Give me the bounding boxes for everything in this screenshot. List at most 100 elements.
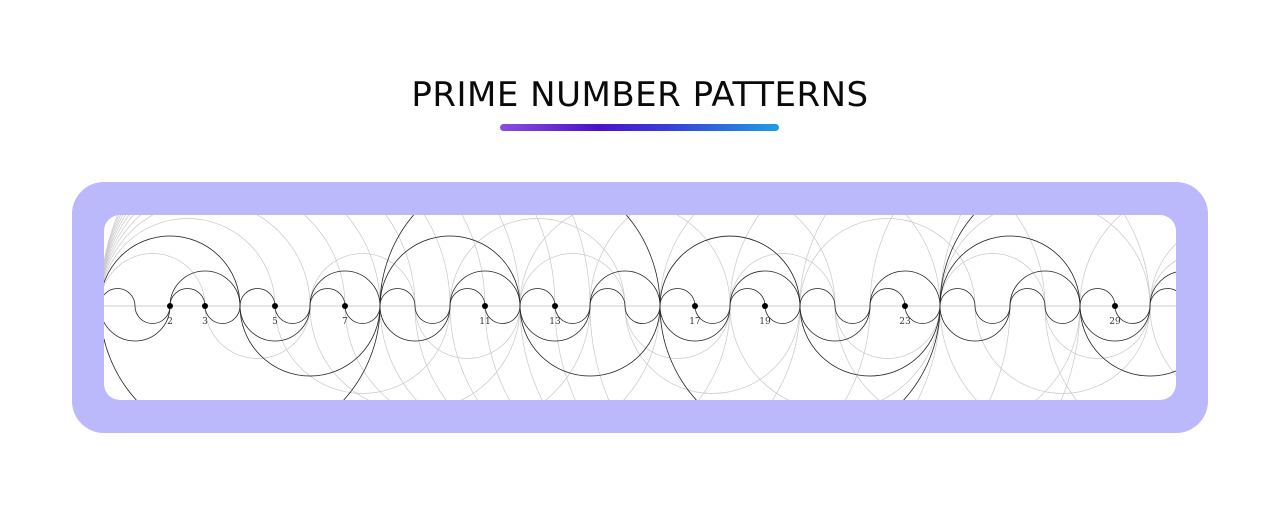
light-arc (729, 305, 941, 400)
dark-arc (694, 305, 731, 324)
dark-arc (1079, 305, 1151, 342)
light-arc (104, 215, 381, 307)
dark-arc (169, 288, 206, 307)
light-arc (939, 215, 1151, 307)
light-arc (624, 305, 801, 394)
dark-arc (204, 305, 241, 324)
prime-dot (342, 303, 348, 309)
light-arc (799, 218, 976, 307)
dark-arc (449, 270, 521, 307)
prime-label: 2 (167, 317, 173, 327)
prime-dot (1112, 303, 1118, 309)
light-arc (659, 215, 941, 307)
light-arc (1149, 260, 1176, 307)
light-arc (729, 253, 836, 307)
light-arc (104, 215, 346, 307)
dark-arc (834, 305, 871, 324)
prime-dot (272, 303, 278, 309)
light-arc (974, 305, 1151, 394)
light-arc (104, 215, 311, 307)
dark-arc (589, 270, 661, 307)
light-arc (939, 253, 1046, 307)
dark-arc (974, 305, 1011, 324)
light-arc (589, 215, 836, 307)
light-arc (519, 253, 626, 307)
light-arc (519, 215, 731, 307)
light-arc (379, 305, 661, 400)
light-arc (624, 305, 731, 359)
light-arc (449, 218, 626, 307)
dark-arc (939, 305, 1011, 342)
dark-arc (274, 305, 311, 324)
dark-arc (519, 288, 556, 307)
dark-arc (659, 288, 696, 307)
dark-arc (449, 288, 486, 307)
light-arc (274, 305, 451, 394)
prime-dot (902, 303, 908, 309)
prime-label: 7 (342, 317, 348, 327)
prime-dot (167, 303, 173, 309)
prime-label: 17 (689, 317, 701, 327)
dark-arc (1044, 305, 1081, 324)
prime-label: 11 (479, 317, 490, 327)
dark-arc (939, 288, 976, 307)
light-arc (939, 215, 962, 307)
light-arc (104, 218, 276, 307)
dark-arc (169, 270, 241, 307)
dark-arc (1149, 288, 1176, 307)
prime-dot (202, 303, 208, 309)
light-arc (834, 305, 941, 359)
dark-arc (309, 270, 381, 307)
dark-arc (904, 305, 941, 324)
dark-arc (659, 235, 801, 307)
light-arc (589, 305, 1081, 400)
light-arc (414, 305, 521, 359)
prime-dot (762, 303, 768, 309)
dark-arc (1079, 305, 1176, 377)
dark-arc (519, 305, 591, 342)
light-arc (484, 305, 871, 400)
light-arc (104, 215, 451, 307)
dark-arc (764, 305, 801, 324)
dark-arc (104, 305, 381, 400)
dark-arc (799, 305, 871, 342)
dark-arc (379, 235, 521, 307)
dark-arc (104, 305, 171, 342)
prime-label: 5 (272, 317, 278, 327)
light-arc (554, 305, 1011, 400)
dark-arc (519, 305, 661, 377)
dark-arc (659, 305, 941, 400)
dark-arc (659, 305, 731, 342)
dark-arc (729, 270, 801, 307)
dark-arc (939, 215, 975, 307)
dark-arc (344, 305, 381, 324)
prime-label: 3 (202, 317, 208, 327)
dark-arc (624, 305, 661, 324)
dark-arc (379, 215, 661, 307)
prime-dot (692, 303, 698, 309)
prime-dots-layer (167, 303, 1118, 309)
light-arcs-layer (104, 215, 1176, 400)
dark-arc (1114, 305, 1151, 324)
dark-arc (1079, 288, 1116, 307)
dark-arc (1009, 270, 1081, 307)
prime-label: 13 (549, 317, 561, 327)
dark-arc (869, 270, 941, 307)
dark-arc (729, 288, 766, 307)
dark-arc (379, 288, 416, 307)
dark-arc (104, 235, 241, 307)
light-arc (1044, 305, 1077, 400)
light-arc (104, 253, 206, 307)
light-arc (939, 305, 977, 400)
light-arc (1149, 305, 1176, 376)
light-arc (729, 215, 1046, 307)
dark-arc (379, 305, 451, 342)
light-arc (834, 305, 1081, 400)
light-arc (104, 215, 486, 307)
prime-dot (482, 303, 488, 309)
light-arc (239, 305, 381, 377)
dark-arc (1009, 288, 1046, 307)
dark-arc (414, 305, 451, 324)
